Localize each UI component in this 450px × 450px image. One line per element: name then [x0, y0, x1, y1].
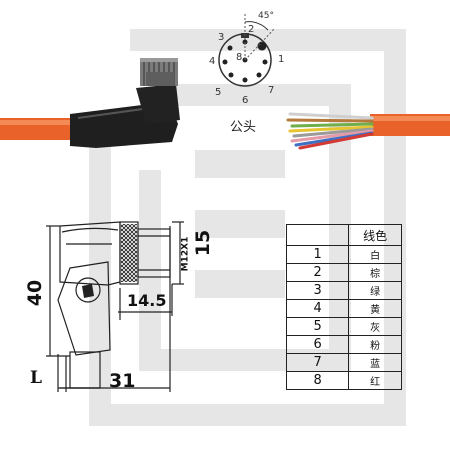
dimension-length: L	[30, 368, 42, 388]
wire-color: 灰	[348, 317, 402, 336]
wire-color: 白	[348, 245, 402, 264]
pin-number: 7	[285, 353, 350, 372]
table-row: 8 红	[285, 371, 402, 390]
pin-number: 2	[285, 263, 350, 282]
pin-number: 8	[285, 371, 350, 390]
pin-label-6: 6	[242, 95, 249, 106]
coupling-nut	[140, 58, 178, 86]
table-row: 6 粉	[285, 335, 402, 354]
table-header-row: 线色	[285, 224, 402, 246]
wire-color: 红	[348, 371, 402, 390]
wire-color: 棕	[348, 263, 402, 282]
table-row: 5 灰	[285, 317, 402, 336]
pin-label-7: 7	[268, 85, 275, 96]
pin-number: 1	[285, 245, 350, 264]
pin-number: 4	[285, 299, 350, 318]
thread-label: M12X1	[180, 236, 191, 272]
pin-number: 6	[285, 335, 350, 354]
table-row: 1 白	[285, 245, 402, 264]
table-row: 3 绿	[285, 281, 402, 300]
dimension-width: 31	[109, 370, 136, 392]
connector-caption: 公头	[230, 120, 257, 135]
pin-number: 3	[285, 281, 350, 300]
pin-label-8: 8	[236, 52, 243, 63]
dimension-offset: 14.5	[127, 291, 167, 310]
pin-label-2: 2	[248, 24, 255, 35]
pin-number: 5	[285, 317, 350, 336]
wire-color: 蓝	[348, 353, 402, 372]
header-wire-color: 线色	[348, 224, 402, 246]
pin-label-5: 5	[215, 87, 222, 98]
wire-color: 绿	[348, 281, 402, 300]
pin-label-3: 3	[218, 32, 225, 43]
wire-color-table: 线色 1 白 2 棕 3 绿 4 黄 5 灰 6 粉 7 蓝	[285, 224, 402, 390]
header-pin-number	[285, 224, 350, 246]
angle-label: 45°	[258, 11, 274, 21]
wire-color: 黄	[348, 299, 402, 318]
table-row: 2 棕	[285, 263, 402, 282]
pin-label-4: 4	[209, 56, 216, 67]
table-row: 7 蓝	[285, 353, 402, 372]
pin-label-1: 1	[278, 54, 285, 65]
dimension-height: 40	[24, 279, 47, 307]
exposed-wires	[286, 112, 374, 150]
dimension-diameter: 15	[192, 229, 215, 257]
table-row: 4 黄	[285, 299, 402, 318]
wire-color: 粉	[348, 335, 402, 354]
